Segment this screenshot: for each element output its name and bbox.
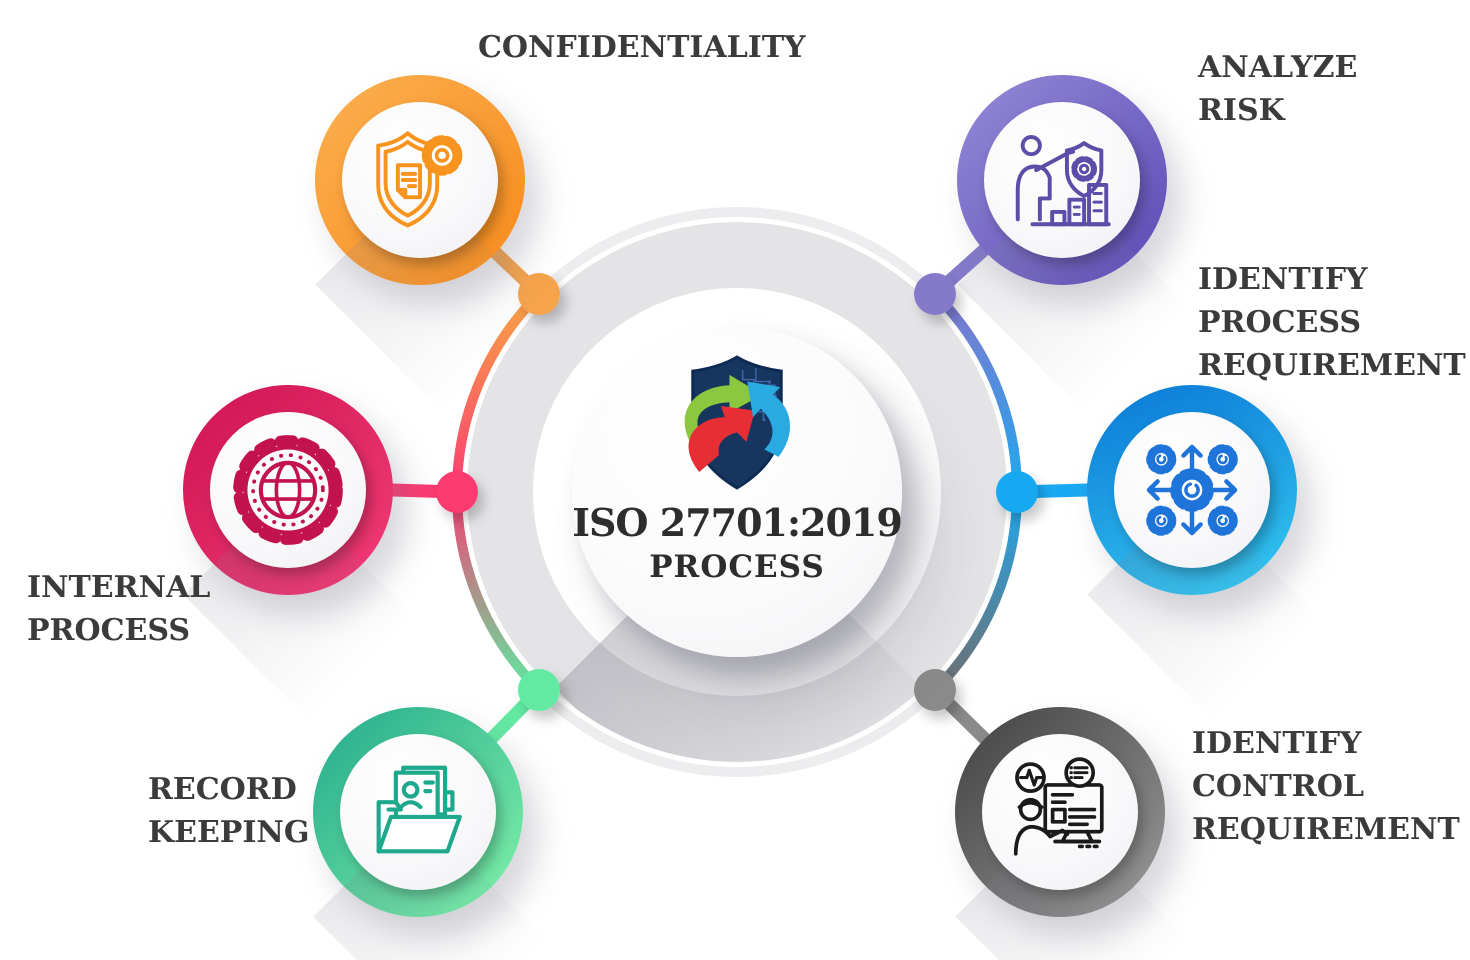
dot-internal-process [436,471,478,513]
shield-document-gear-icon [376,131,463,228]
label-identify-control-line3: REQUIREMENT [1192,812,1460,847]
label-record-keeping-line2: KEEPING [148,815,310,850]
shield-circuit-arrows-logo [684,355,791,490]
node-internal-process [183,385,393,595]
person-shield-gear-chart-icon [1015,135,1111,227]
label-internal-process-line2: PROCESS [27,613,191,648]
logo-cyan-arrow [747,381,791,457]
label-analyze-risk-line1: ANALYZE [1198,50,1358,85]
dot-identify-process [996,471,1038,513]
node-analyze-risk [957,75,1167,285]
label-record-keeping: RECORD KEEPING [148,768,309,854]
folder-id-records-icon [376,765,462,854]
node-confidentiality [315,75,525,285]
label-confidentiality-line1: CONFIDENTIALITY [478,30,806,65]
node-identify-control-requirement [955,707,1165,917]
dot-analyze-risk [914,273,956,315]
hub-circle: ISO 27701:2019 PROCESS [572,327,903,657]
gears-directional-arrows-icon [1146,444,1238,536]
person-computer-checklist-icon [1013,757,1104,856]
label-record-keeping-line1: RECORD [148,772,297,807]
logo-green-arrow [684,374,763,442]
dot-identify-control [914,669,956,711]
label-identify-control-line1: IDENTIFY [1192,726,1362,761]
label-analyze-risk-line2: RISK [1198,93,1285,128]
orbit-dots [436,273,1038,711]
node-identify-process-requirement [1087,385,1297,595]
label-identify-control-requirement: IDENTIFY CONTROL REQUIREMENT [1192,722,1460,851]
gear-globe-icon [233,435,343,545]
label-identify-control-line2: CONTROL [1192,769,1364,804]
label-internal-process: INTERNAL PROCESS [27,566,210,652]
label-identify-process-line3: REQUIREMENT [1198,348,1466,383]
hub-title-line2: PROCESS [649,548,825,585]
logo-red-arrow [688,405,755,472]
label-identify-process-line2: PROCESS [1198,305,1362,340]
hub-title-line1: ISO 27701:2019 [572,500,903,545]
label-identify-process-line1: IDENTIFY [1198,262,1368,297]
label-identify-process-requirement: IDENTIFY PROCESS REQUIREMENT [1198,258,1466,387]
label-internal-process-line1: INTERNAL [27,570,211,605]
label-confidentiality: CONFIDENTIALITY [478,26,806,69]
dot-record-keeping [518,669,560,711]
label-analyze-risk: ANALYZE RISK [1198,46,1357,132]
